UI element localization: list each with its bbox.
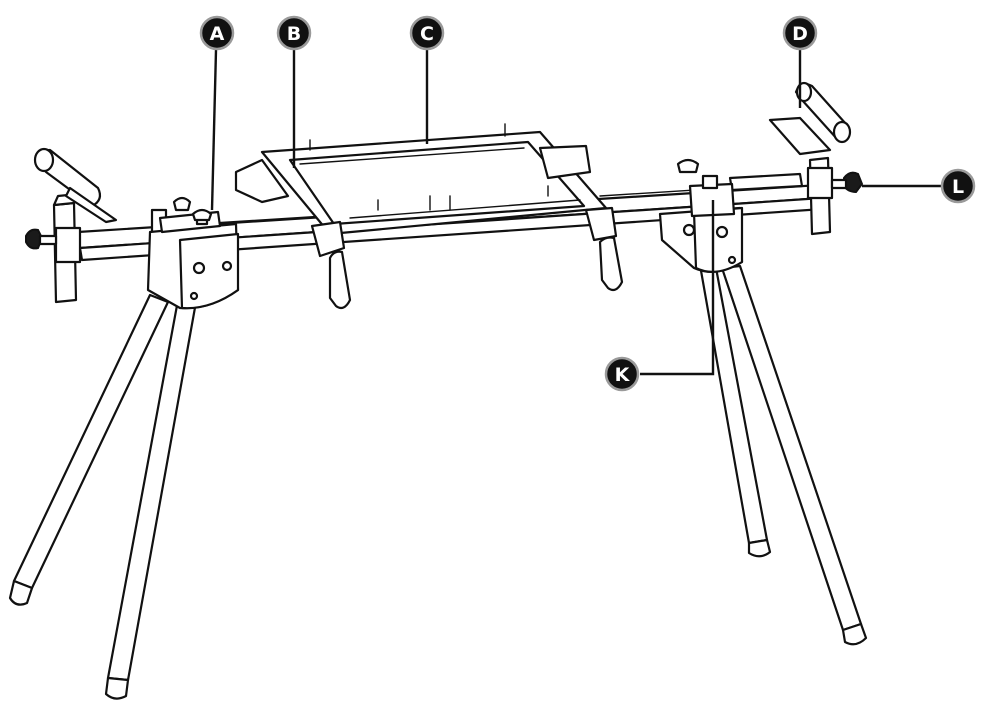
left-front-leg-foot bbox=[104, 676, 130, 700]
badge-b-label: B bbox=[287, 23, 301, 45]
badge-a: A bbox=[199, 15, 235, 51]
left-end-support bbox=[25, 147, 118, 304]
leader-k bbox=[640, 200, 715, 376]
right-inner-leg-foot bbox=[747, 538, 772, 558]
badge-a-label: A bbox=[210, 23, 225, 45]
left-rear-leg-foot bbox=[8, 579, 34, 606]
badge-b: B bbox=[276, 15, 312, 51]
right-inner-leg bbox=[698, 263, 769, 545]
badge-l: L bbox=[940, 168, 976, 204]
badge-c-label: C bbox=[420, 23, 434, 45]
legs bbox=[8, 263, 868, 700]
right-outer-leg-foot bbox=[841, 622, 868, 646]
badge-c: C bbox=[409, 15, 445, 51]
badge-d-label: D bbox=[792, 23, 808, 45]
badge-l-label: L bbox=[952, 176, 964, 198]
badge-k-label: K bbox=[615, 364, 631, 386]
badge-k: K bbox=[604, 356, 640, 392]
leader-lines bbox=[210, 49, 942, 376]
right-leg-bracket bbox=[658, 158, 744, 273]
badge-d: D bbox=[782, 15, 818, 51]
left-leg-bracket bbox=[146, 196, 240, 310]
leader-a bbox=[210, 49, 218, 211]
right-extension-rail bbox=[728, 172, 804, 192]
saw-bracket-frame bbox=[234, 123, 624, 310]
right-end-support bbox=[768, 81, 864, 236]
